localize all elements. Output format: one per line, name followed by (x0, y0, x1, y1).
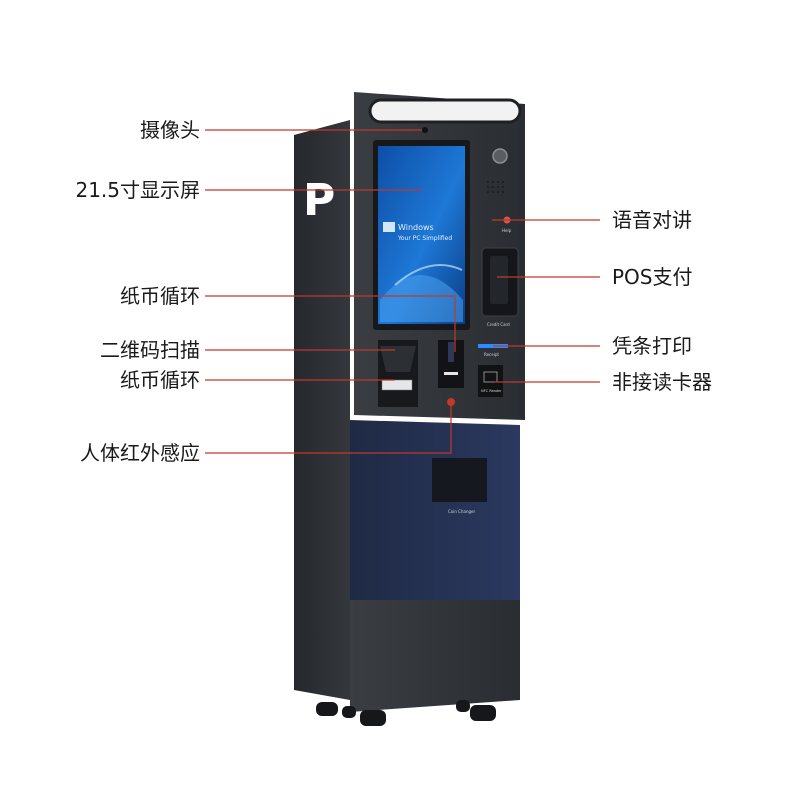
screen-os-brand: Windows (398, 223, 434, 232)
speaker-grille-icon (487, 181, 504, 193)
handle-slot (368, 98, 522, 124)
side-panel-letter: P (303, 175, 335, 226)
windows-logo-icon (383, 222, 395, 232)
callout-pos: POS支付 (612, 265, 693, 289)
wheel-back-left (316, 702, 338, 716)
callout-display: 21.5寸显示屏 (75, 178, 200, 202)
wheel-front-right (470, 705, 496, 721)
callout-bill-recycler-upper: 纸币循环 (120, 284, 200, 308)
callout-lines (205, 129, 600, 454)
kiosk-blue-cabinet (350, 420, 520, 600)
nfc-reader (478, 365, 503, 397)
wheel-back-right (456, 700, 470, 712)
coin-changer-window (432, 458, 487, 502)
callout-bill-recycler-lower: 纸币循环 (120, 368, 200, 392)
callout-receipt-printer: 凭条打印 (612, 334, 692, 358)
screen-os-tagline: Your PC Simplified (397, 235, 452, 242)
kiosk-base (350, 600, 520, 712)
camera-icon (422, 127, 428, 133)
callout-nfc-reader: 非接读卡器 (612, 370, 712, 394)
wheel-back-mid (342, 706, 356, 718)
intercom-button (492, 148, 508, 164)
callout-intercom: 语音对讲 (612, 208, 692, 232)
pos-label: Credit Card (487, 322, 510, 327)
callout-camera: 摄像头 (140, 118, 200, 142)
help-button-label: Help (502, 228, 512, 233)
nfc-label: NFC Reader (481, 389, 502, 393)
callout-qr-scanner: 二维码扫描 (100, 338, 200, 362)
receipt-label: Receipt (484, 352, 499, 357)
wheel-front-left (360, 710, 386, 726)
callout-pir-sensor: 人体红外感应 (80, 441, 200, 465)
kiosk-side-panel (294, 120, 350, 700)
screen-swirl (380, 275, 463, 322)
coin-changer-label: Coin Changer (448, 509, 475, 514)
